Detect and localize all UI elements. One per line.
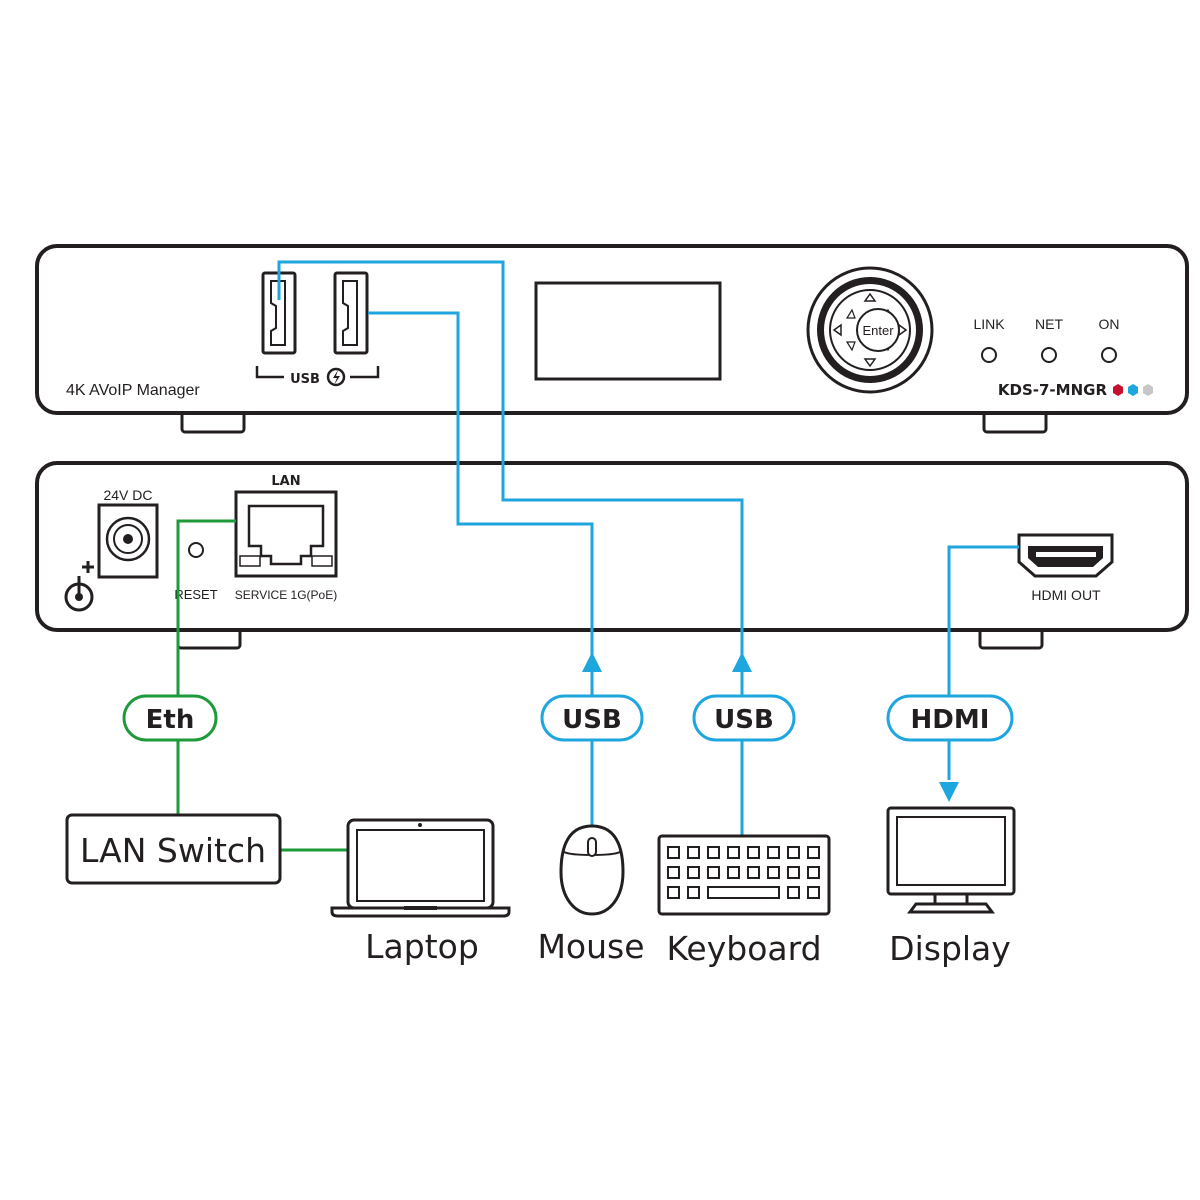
usb-mouse-pill: USB — [540, 694, 644, 742]
lcd-display — [534, 281, 722, 381]
usb-port-2 — [333, 271, 369, 355]
laptop-icon — [330, 818, 511, 918]
lan-port — [234, 490, 338, 578]
hdmi-port — [1017, 533, 1114, 578]
mouse-label: Mouse — [537, 927, 644, 966]
led-on-label: ON — [1099, 316, 1120, 332]
brand-dot-blue — [1128, 384, 1138, 396]
navigation-wheel: Enter — [806, 266, 934, 394]
model-name: KDS-7-MNGR — [998, 381, 1108, 399]
display-label: Display — [889, 929, 1011, 968]
reset-button — [188, 542, 204, 558]
keyboard-arrow-icon — [732, 652, 752, 672]
power-label: 24V DC — [103, 487, 152, 503]
rear-panel: 24V DC RESET LAN SERVICE 1G(PoE) — [35, 461, 1189, 650]
enter-button — [856, 308, 900, 352]
mouse-icon — [559, 824, 625, 916]
keyboard-usb-line — [277, 260, 744, 836]
display-icon — [886, 806, 1016, 914]
arrow-down-icon — [863, 358, 877, 368]
enter-label: Enter — [862, 323, 894, 338]
led-net-label: NET — [1035, 316, 1063, 332]
led-link — [981, 347, 997, 363]
eth-pill: Eth — [122, 694, 218, 742]
svg-text:Eth: Eth — [146, 705, 195, 735]
led-on — [1101, 347, 1117, 363]
product-name: 4K AVoIP Manager — [66, 382, 200, 399]
usb-bracket — [255, 366, 380, 379]
mouse-usb-line — [368, 311, 594, 836]
dc-power-jack — [97, 503, 159, 579]
hdmi-out-label: HDMI OUT — [1031, 587, 1101, 603]
charging-icon — [326, 367, 346, 387]
dc-polarity-icon — [64, 561, 94, 612]
lan-switch-label: LAN Switch — [80, 831, 266, 870]
led-link-label: LINK — [973, 316, 1005, 332]
svg-text:HDMI: HDMI — [911, 705, 990, 735]
laptop-label: Laptop — [365, 927, 479, 966]
svg-text:USB: USB — [714, 705, 774, 735]
svg-text:USB: USB — [562, 705, 622, 735]
lan-label: LAN — [271, 474, 300, 489]
usb-label: USB — [290, 372, 320, 387]
reset-label: RESET — [174, 587, 217, 602]
front-panel: USB 4K AVoIP Manager Enter LINK NET — [35, 244, 1189, 434]
arrow-up-icon — [863, 292, 877, 302]
brand-dot-red — [1113, 384, 1123, 396]
brand-dot-gray — [1143, 384, 1153, 396]
hdmi-arrow-icon — [939, 782, 959, 802]
usb-port-1 — [261, 271, 297, 355]
mouse-arrow-icon — [582, 652, 602, 672]
usb-keyboard-pill: USB — [692, 694, 796, 742]
led-net — [1041, 347, 1057, 363]
arrow-left-icon — [832, 323, 842, 337]
service-label: SERVICE 1G(PoE) — [235, 588, 337, 602]
lan-switch-box: LAN Switch — [65, 813, 282, 885]
keyboard-label: Keyboard — [666, 929, 821, 968]
keyboard-icon — [657, 834, 831, 916]
hdmi-pill: HDMI — [886, 694, 1014, 742]
